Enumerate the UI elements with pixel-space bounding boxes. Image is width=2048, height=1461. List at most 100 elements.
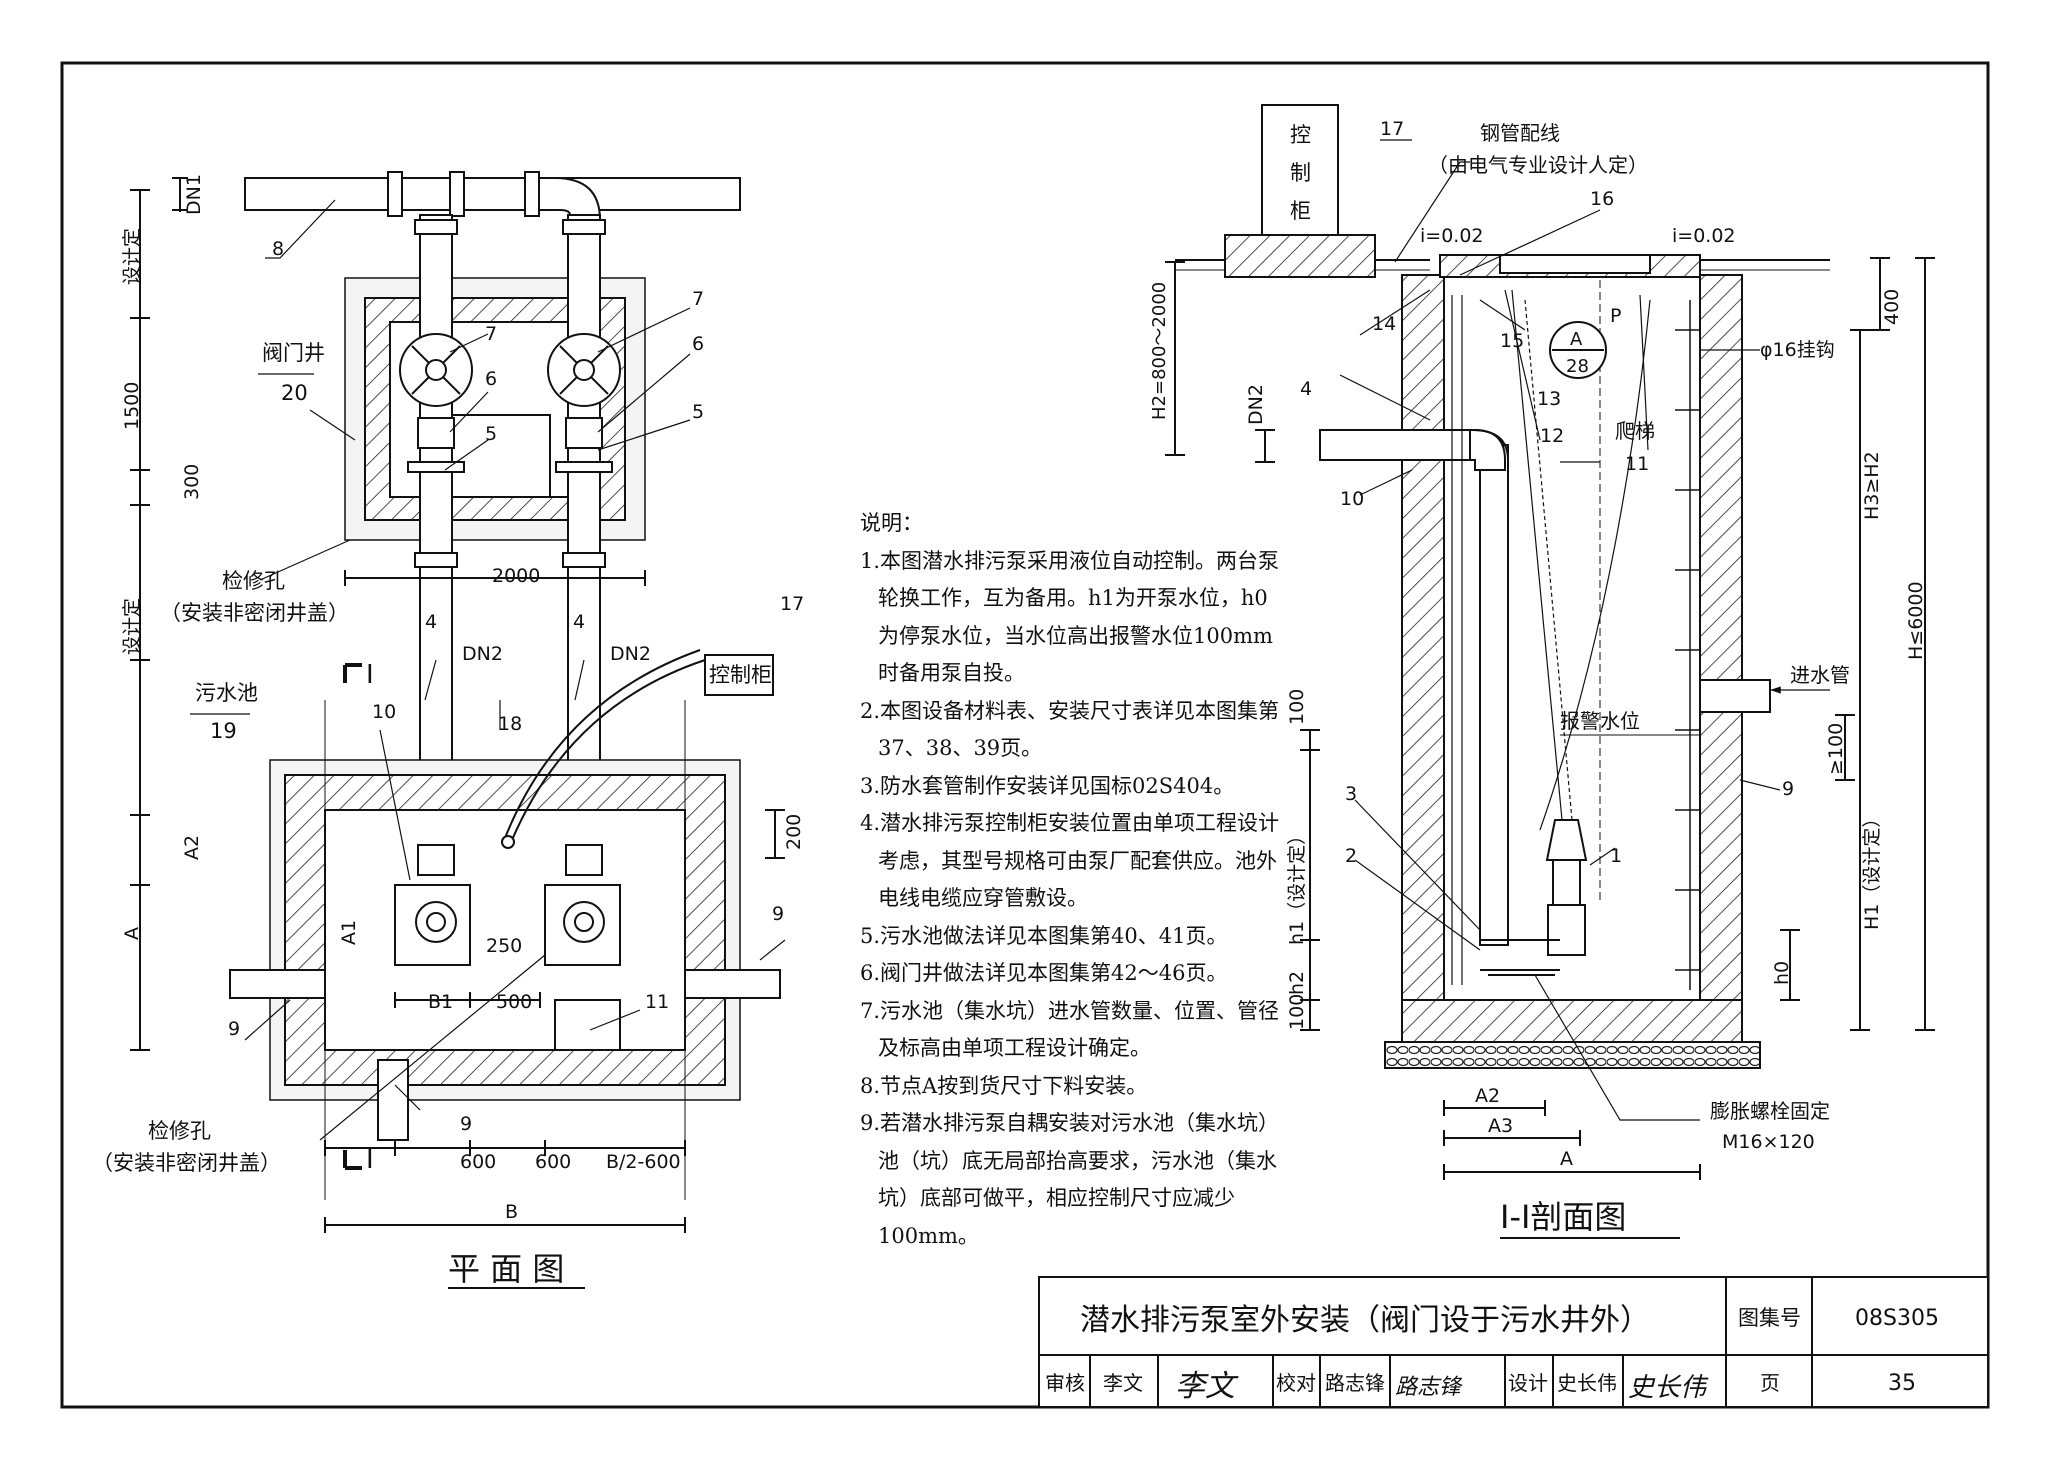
callout-13-section: 13 <box>1537 388 1561 410</box>
callout-16-section: 16 <box>1590 188 1614 210</box>
callout-1-section: 1 <box>1610 845 1622 867</box>
inlet-label: 进水管 <box>1790 663 1850 687</box>
section-mark-bottom: I <box>366 1145 374 1175</box>
note-item: 1.本图潜水排污泵采用液位自动控制。两台泵轮换工作，互为备用。h1为开泵水位，h… <box>860 548 1280 686</box>
dim-600-a: 600 <box>460 1151 496 1173</box>
dim-250: 250 <box>486 935 522 957</box>
callout-10: 10 <box>372 701 396 723</box>
callout-14-section: 14 <box>1372 313 1396 335</box>
dim-design-top: 设计定 <box>121 228 143 285</box>
callout-18: 18 <box>498 713 522 735</box>
design-label: 设计 <box>1508 1371 1548 1395</box>
pit-wall-right <box>1699 274 1743 1031</box>
dim-h0: h0 <box>1771 961 1793 985</box>
sewage-pool-label: 污水池 <box>195 681 258 705</box>
title-block-text: 潜水排污泵室外安装（阀门设于污水井外） 图集号 08S305 审核 李文 李文 … <box>1045 1303 1939 1404</box>
callout-17: 17 <box>780 593 804 615</box>
manhole-note-top: （安装非密闭井盖） <box>160 601 349 625</box>
note-item: 3.防水套管制作安装详见国标02S404。 <box>860 773 1235 798</box>
callout-9-left: 9 <box>228 1018 240 1040</box>
dim-500: 500 <box>496 991 532 1013</box>
callout-8: 8 <box>272 238 284 260</box>
check-label: 校对 <box>1276 1371 1316 1395</box>
dim-h3: H3≥H2 <box>1861 451 1883 520</box>
page-label: 页 <box>1760 1371 1780 1395</box>
dim-b2-600: B/2-600 <box>606 1151 681 1173</box>
callout-9-bottom: 9 <box>460 1113 472 1135</box>
dim-design-mid: 设计定 <box>121 598 143 655</box>
dim-a1: A1 <box>338 920 360 945</box>
pit-wall-left <box>1401 274 1445 1031</box>
note-item: 2.本图设备材料表、安装尺寸表详见本图集第37、38、39页。 <box>860 698 1280 761</box>
dim-600-b: 600 <box>535 1151 571 1173</box>
atlas-no: 08S305 <box>1855 1306 1939 1331</box>
checker-name: 路志锋 <box>1325 1371 1385 1395</box>
callout-11: 11 <box>645 991 669 1013</box>
header-pipe <box>244 177 741 211</box>
dim-200: 200 <box>783 814 805 850</box>
dim-dn1: DN1 <box>183 174 205 215</box>
dim-h2-small: h2 <box>1286 971 1308 995</box>
note-item: 7.污水池（集水坑）进水管数量、位置、管径及标高由单项工程设计确定。 <box>860 998 1280 1061</box>
designer-name: 史长伟 <box>1557 1371 1617 1395</box>
manhole-label-bottom: 检修孔 <box>148 1119 211 1143</box>
dim-h6000: H≤6000 <box>1905 581 1927 660</box>
callout-4-right: 4 <box>573 611 585 633</box>
callout-15-section: 15 <box>1500 330 1524 352</box>
section-cabinet-char-1: 控 <box>1290 123 1311 147</box>
dim-b: B <box>505 1201 518 1223</box>
dim-a-section: A <box>1560 1148 1573 1170</box>
sheet-border <box>60 61 1990 1409</box>
valve-well-label: 阀门井 <box>262 341 325 365</box>
manhole-note-bottom: （安装非密闭井盖） <box>92 1151 281 1175</box>
callout-4-section: 4 <box>1300 378 1312 400</box>
section-view <box>1165 104 1935 1239</box>
callout-5-left: 5 <box>485 423 497 445</box>
callout-10-section: 10 <box>1340 488 1364 510</box>
title-block <box>1038 1276 1989 1408</box>
steel-pipe-note: （由电气专业设计人定） <box>1428 153 1648 177</box>
reviewer-signature: 李文 <box>1175 1369 1239 1404</box>
bolt-spec: M16×120 <box>1722 1131 1815 1153</box>
sewage-pool-no: 19 <box>210 719 237 743</box>
callout-7-left: 7 <box>485 323 497 345</box>
section-cabinet-char-2: 制 <box>1290 161 1311 185</box>
dim-dn2: DN2 <box>1245 384 1267 425</box>
callout-5-right: 5 <box>692 401 704 423</box>
dim-100-bottom: 100 <box>1286 994 1308 1030</box>
atlas-label: 图集号 <box>1738 1306 1801 1330</box>
manhole-label-top: 检修孔 <box>222 569 285 593</box>
slope-left: i=0.02 <box>1420 225 1484 247</box>
section-labels: I-I剖面图 控 制 柜 钢管配线 （由电气专业设计人定） i=0.02 i=0… <box>1149 118 1927 1236</box>
dim-h1-small: h1（设计定） <box>1286 826 1308 945</box>
note-item: 4.潜水排污泵控制柜安装位置由单项工程设计考虑，其型号规格可由泵厂配套供应。池外… <box>860 811 1280 910</box>
slope-right: i=0.02 <box>1672 225 1736 247</box>
callout-7-right: 7 <box>692 288 704 310</box>
dim-a: A <box>121 927 143 940</box>
checker-signature: 路志锋 <box>1395 1375 1463 1400</box>
section-cabinet-char-3: 柜 <box>1290 199 1311 223</box>
dim-a3-section: A3 <box>1488 1115 1513 1137</box>
section-title: I-I剖面图 <box>1500 1198 1626 1236</box>
plan-view <box>130 171 786 1289</box>
callout-6-right: 6 <box>692 333 704 355</box>
hook-label: φ16挂钩 <box>1760 339 1835 361</box>
dim-h2-range: H2=800～2000 <box>1149 282 1170 420</box>
callout-3-section: 3 <box>1345 783 1357 805</box>
review-label: 审核 <box>1045 1371 1085 1395</box>
callout-2-section: 2 <box>1345 845 1357 867</box>
dim-2000: 2000 <box>492 565 540 587</box>
callout-4-left: 4 <box>425 611 437 633</box>
callout-9-right: 9 <box>772 903 784 925</box>
plan-labels: 平 面 图 阀门井 20 检修孔 （安装非密闭井盖） 污水池 19 检修孔 （安… <box>92 174 805 1288</box>
plan-control-cabinet: 控制柜 <box>709 663 772 687</box>
callout-17-section: 17 <box>1380 118 1404 140</box>
alarm-label: 报警水位 <box>1560 709 1640 733</box>
plan-control-cabinet-box <box>704 654 774 696</box>
dim-100-top: 100 <box>1286 689 1308 725</box>
callout-6-left: 6 <box>485 368 497 390</box>
dim-a2-section: A2 <box>1475 1085 1500 1107</box>
drawing-title: 潜水排污泵室外安装（阀门设于污水井外） <box>1080 1303 1650 1338</box>
detail-page: 28 <box>1566 356 1589 377</box>
dim-ge100: ≥100 <box>1825 723 1847 775</box>
